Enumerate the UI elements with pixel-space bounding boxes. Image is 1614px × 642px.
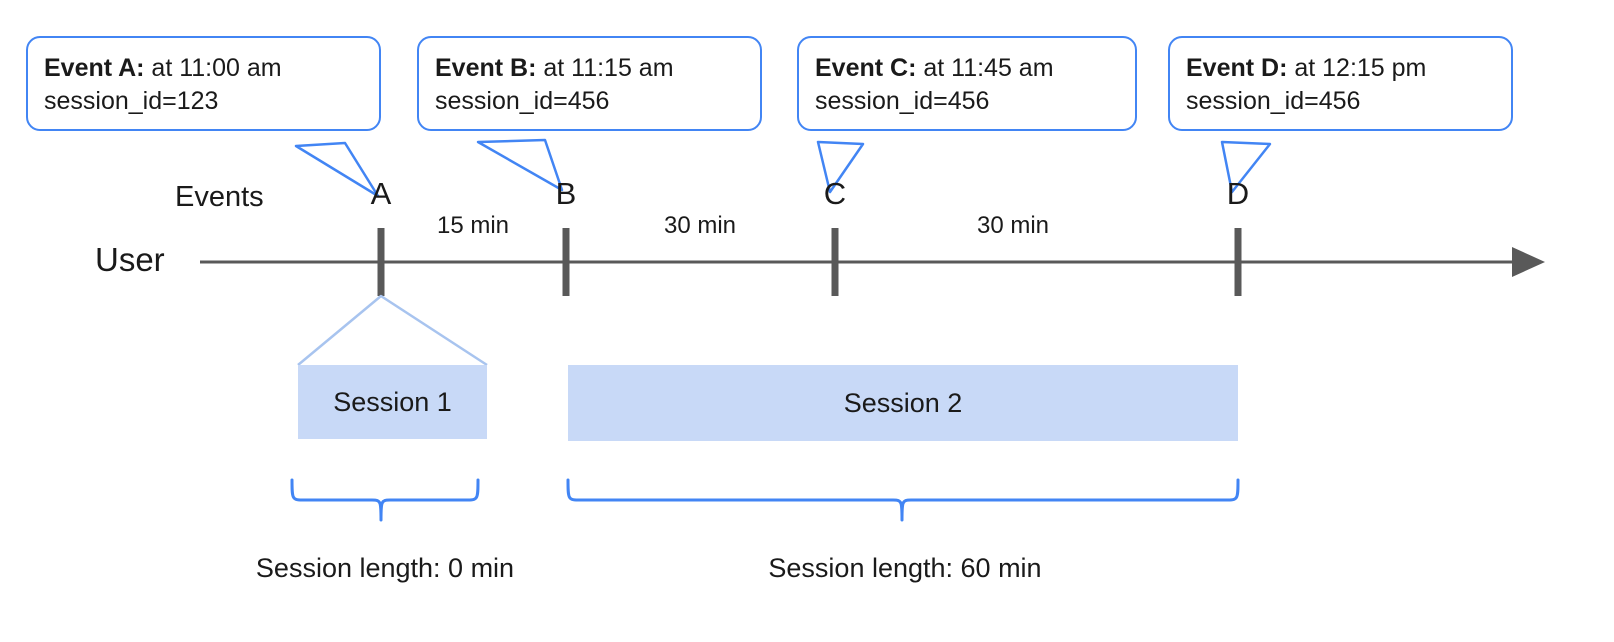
callout-c-line2: session_id=456: [815, 86, 990, 115]
callout-a-lead: Event A:: [44, 54, 145, 82]
callout-b-lead: Event B:: [435, 54, 537, 82]
callout-b-line1: Event B: at 11:15 am: [435, 52, 744, 85]
callout-a-line2: session_id=123: [44, 86, 219, 115]
session2-brace: [566, 478, 1240, 522]
session1-connector: [297, 294, 488, 367]
gap-label-c-d: 30 min: [976, 212, 1050, 239]
callout-a-line1: Event A: at 11:00 am: [44, 52, 363, 85]
callout-a-pointer: [294, 141, 380, 198]
session-block-1: Session 1: [298, 365, 487, 439]
callout-event-c: Event C: at 11:45 am session_id=456: [797, 36, 1137, 131]
marker-label-a: A: [370, 176, 392, 211]
gap-label-b-c: 30 min: [663, 212, 737, 239]
marker-label-c: C: [823, 176, 847, 211]
callout-event-d: Event D: at 12:15 pm session_id=456: [1168, 36, 1513, 131]
callout-d-line1: Event D: at 12:15 pm: [1186, 52, 1495, 85]
user-row-label: User: [95, 241, 165, 278]
callout-c-time: at 11:45 am: [916, 54, 1054, 82]
events-row-label: Events: [175, 181, 264, 213]
callout-event-b: Event B: at 11:15 am session_id=456: [417, 36, 762, 131]
callout-b-time: at 11:15 am: [536, 54, 674, 82]
session1-brace: [290, 478, 480, 522]
callout-c-lead: Event C:: [815, 54, 917, 82]
session-2-length-label: Session length: 60 min: [768, 553, 1042, 583]
callout-c-pointer: [816, 140, 865, 194]
gap-label-a-b: 15 min: [436, 212, 510, 239]
callout-d-time: at 12:15 pm: [1287, 54, 1427, 82]
callout-c-line1: Event C: at 11:45 am: [815, 52, 1119, 85]
session-block-2-label: Session 2: [843, 387, 963, 418]
callout-a-time: at 11:00 am: [144, 54, 282, 82]
callout-d-line2: session_id=456: [1186, 86, 1361, 115]
session-block-2: Session 2: [568, 365, 1238, 441]
callout-d-pointer: [1220, 140, 1272, 194]
callout-b-pointer: [476, 138, 564, 192]
callout-event-a: Event A: at 11:00 am session_id=123: [26, 36, 381, 131]
session-1-length-label: Session length: 0 min: [255, 553, 515, 583]
marker-label-b: B: [555, 176, 577, 211]
marker-label-d: D: [1226, 176, 1250, 211]
callout-b-line2: session_id=456: [435, 86, 610, 115]
callout-d-lead: Event D:: [1186, 54, 1288, 82]
session-block-1-label: Session 1: [333, 386, 452, 417]
